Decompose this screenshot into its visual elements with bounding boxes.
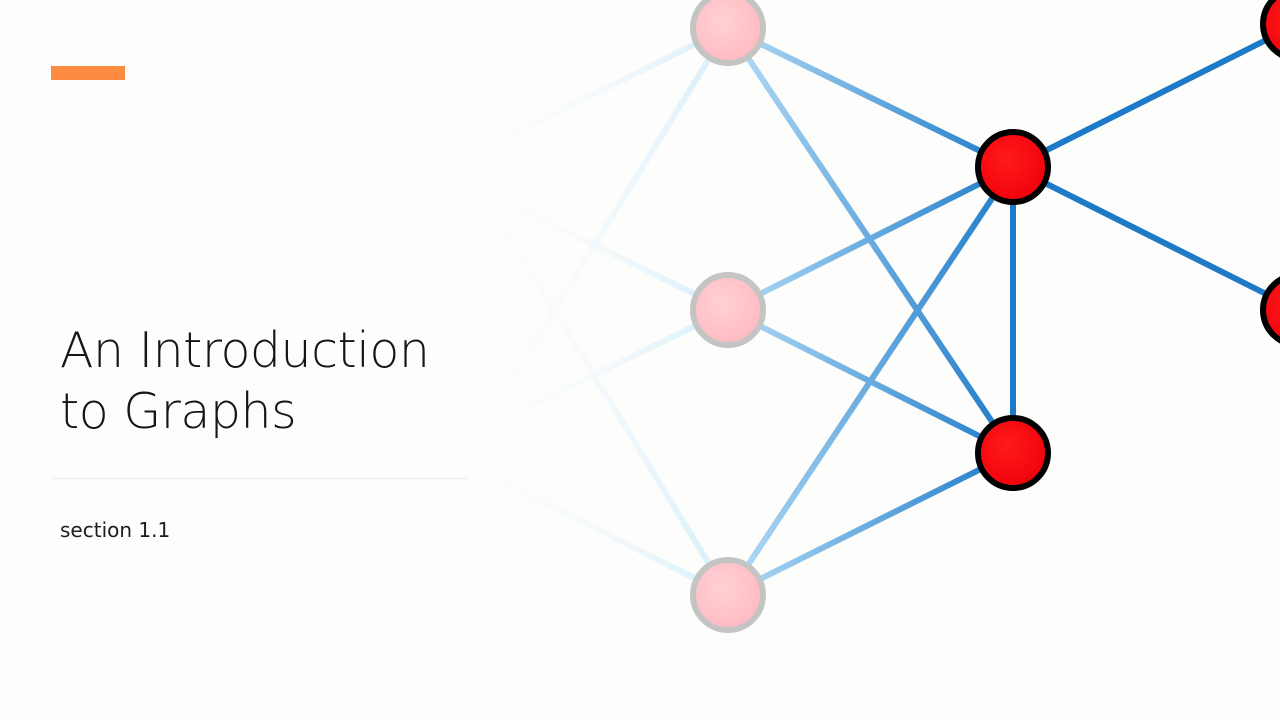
graph-node-n5: [975, 415, 1051, 491]
graph-node-n7: [1260, 276, 1280, 344]
slide-subtitle: section 1.1: [60, 518, 171, 542]
graph-node-n4: [975, 129, 1051, 205]
graph-node-n2: [690, 272, 766, 348]
graph-edge-n2-n4: [726, 164, 1015, 313]
graph-edge-n4-n6: [1011, 29, 1280, 170]
graph-edge-n4-n7: [1011, 164, 1280, 305]
slide-title: An Introduction to Graphs: [60, 320, 480, 442]
graph-node-n6: [1260, 0, 1280, 58]
title-line-1: An Introduction: [60, 322, 430, 379]
title-divider: [52, 478, 467, 479]
graph-nodes: [690, 0, 1280, 633]
graph-edge-n3-n4: [725, 165, 1016, 597]
graph-node-n3: [690, 557, 766, 633]
accent-bar: [51, 66, 125, 80]
graph-edges: [725, 25, 1280, 598]
graph-edge-n1-n4: [726, 25, 1015, 170]
graph-node-n1: [690, 0, 766, 66]
title-line-2: to Graphs: [60, 383, 297, 440]
graph-edge-n3-n5: [726, 450, 1015, 598]
